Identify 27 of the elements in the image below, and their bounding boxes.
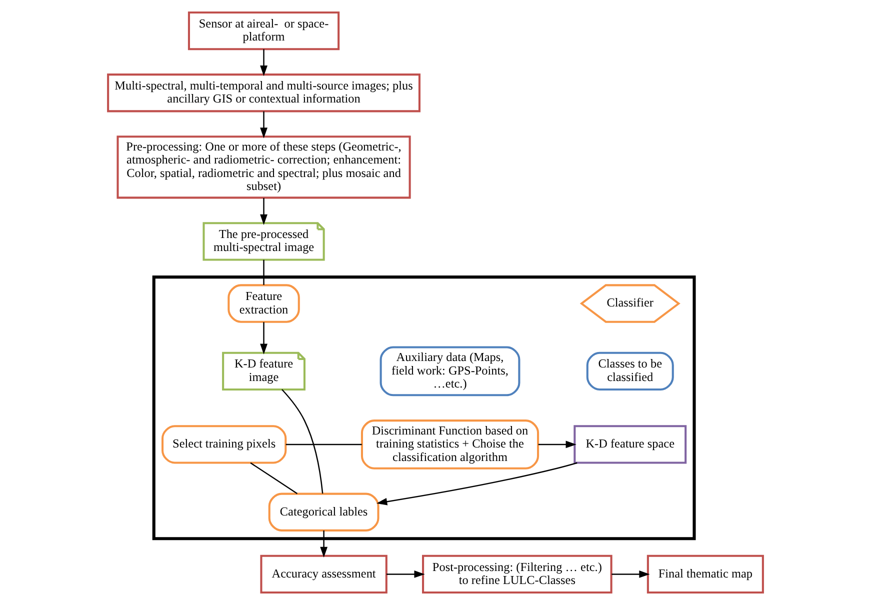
node-box: Classes to be classified: [586, 352, 674, 391]
connector: [250, 462, 298, 494]
node-box: Pre-processing: One or more of these steps (Geometric-, atmospheric- and radiometric- correction; enhancement: Color, spatial, radiometric and spectral; plus mosaic and subset): [116, 136, 410, 199]
node-box: Post-processing: (Filtering … etc.) to refine LULC-Classes: [422, 554, 612, 594]
node-box: Discriminant Function based on training statistics + Choise the classification algorithm: [360, 420, 539, 470]
node-box: Feature extraction: [227, 284, 300, 323]
connector: [262, 260, 264, 285]
arrow: [260, 198, 267, 225]
arrow: [386, 570, 424, 578]
arrow: [538, 440, 576, 448]
node-box: K-D feature space: [573, 425, 686, 464]
connector: [281, 389, 323, 494]
arrow: [260, 111, 267, 138]
node-box: Final thematic map: [646, 554, 764, 594]
arrow: [376, 462, 577, 506]
arrow: [260, 322, 267, 354]
node-box: Multi-spectral, multi-temporal and multi-source images; plus ancillary GIS or contextual information: [106, 74, 420, 112]
node-box: Accuracy assessment: [260, 554, 387, 594]
arrow: [320, 530, 328, 558]
arrow: [611, 570, 650, 578]
node-box: Select training pixels: [161, 425, 286, 464]
node-box: Sensor at aireal- or space- platform: [187, 11, 340, 50]
cluster: [152, 276, 696, 540]
arrow: [260, 49, 267, 76]
node-box: Auxiliary data (Maps, field work: GPS-Points, …etc.): [379, 346, 520, 396]
connector: [285, 444, 362, 446]
node-box: Categorical lables: [268, 492, 379, 532]
